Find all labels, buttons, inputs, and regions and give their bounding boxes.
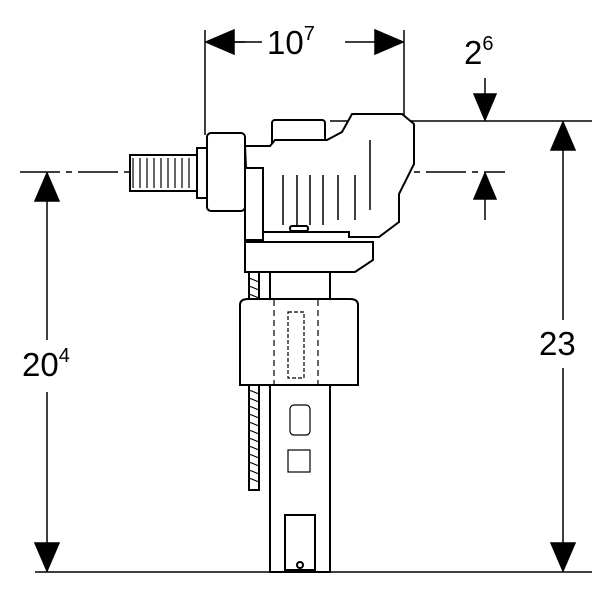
geberit-logo — [287, 311, 311, 473]
float-rod — [284, 514, 316, 571]
valve-base — [244, 241, 374, 273]
width-label: 107 — [267, 23, 315, 61]
fill-valve — [129, 113, 415, 573]
threaded-inlet — [129, 147, 210, 199]
valve-body — [243, 113, 415, 241]
offset-label: 26 — [464, 33, 494, 71]
inlet-height-dimension-line — [33, 171, 61, 573]
float — [239, 298, 359, 386]
inlet-nut — [206, 132, 246, 212]
offset-dimension-line — [472, 78, 498, 220]
total-height-label: 23 — [539, 325, 576, 362]
total-height-dimension-line — [549, 120, 577, 573]
width-dimension-line — [204, 28, 405, 135]
inlet-height-label: 204 — [22, 345, 70, 383]
